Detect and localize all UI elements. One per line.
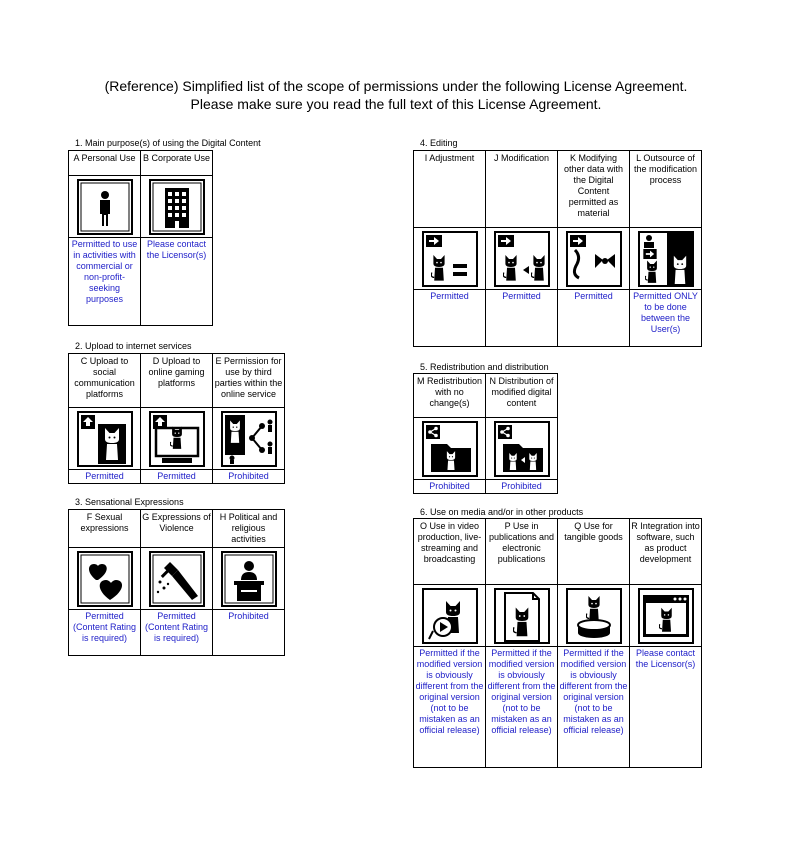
section-1-table: A Personal Use B Corporate Use <box>68 150 213 326</box>
item-k-permission: Permitted <box>557 289 630 347</box>
item-p-label: P Use in publications and electronic pub… <box>485 518 558 585</box>
item-l-permission: Permitted ONLY to be done between the Us… <box>629 289 702 347</box>
podium-icon <box>220 550 277 607</box>
item-o-label: O Use in video production, live-streamin… <box>413 518 486 585</box>
knife-icon <box>148 550 205 607</box>
page-title-line-1: (Reference) Simplified list of the scope… <box>104 78 688 94</box>
item-o-permission: Permitted if the modified version is obv… <box>413 646 486 768</box>
item-q-permission: Permitted if the modified version is obv… <box>557 646 630 768</box>
publication-icon <box>493 587 550 644</box>
section-5-title: 5. Redistribution and distribution <box>420 362 549 372</box>
item-e-label: E Permission for use by third parties wi… <box>212 353 285 408</box>
share-network-icon <box>220 410 277 467</box>
item-b-label: B Corporate Use <box>140 150 213 176</box>
item-k-label: K Modifying other data with the Digital … <box>557 150 630 228</box>
redistribution-icon <box>421 420 478 477</box>
building-icon <box>148 178 205 235</box>
item-n-label: N Distribution of modified digital conte… <box>485 373 558 418</box>
item-n-permission: Prohibited <box>485 479 558 494</box>
section-2-title: 2. Upload to internet services <box>75 341 192 351</box>
section-3-table: F Sexual expressions G Expressions of Vi… <box>68 509 285 656</box>
item-h-label: H Political and religious activities <box>212 509 285 548</box>
social-upload-icon <box>76 410 133 467</box>
item-q-label: Q Use for tangible goods <box>557 518 630 585</box>
item-c-label: C Upload to social communication platfor… <box>68 353 141 408</box>
modified-distribution-icon <box>493 420 550 477</box>
item-j-permission: Permitted <box>485 289 558 347</box>
section-4-table: I Adjustment J Modification K Modifying … <box>413 150 702 347</box>
outsource-icon <box>637 230 694 287</box>
item-i-label: I Adjustment <box>413 150 486 228</box>
item-l-label: L Outsource of the modification process <box>629 150 702 228</box>
item-a-permission: Permitted to use in activities with comm… <box>68 237 141 326</box>
section-4-title: 4. Editing <box>420 138 458 148</box>
item-j-label: J Modification <box>485 150 558 228</box>
modification-icon <box>493 230 550 287</box>
modify-other-icon <box>565 230 622 287</box>
section-6-table: O Use in video production, live-streamin… <box>413 518 702 768</box>
item-g-label: G Expressions of Violence <box>140 509 213 548</box>
section-6-title: 6. Use on media and/or in other products <box>420 507 584 517</box>
item-f-permission: Permitted (Content Rating is required) <box>68 609 141 656</box>
person-icon <box>76 178 133 235</box>
goods-icon <box>565 587 622 644</box>
item-p-permission: Permitted if the modified version is obv… <box>485 646 558 768</box>
section-5-table: M Redistribution with no change(s) N Dis… <box>413 373 558 494</box>
item-h-permission: Prohibited <box>212 609 285 656</box>
item-c-permission: Permitted <box>68 469 141 484</box>
item-e-permission: Prohibited <box>212 469 285 484</box>
item-g-permission: Permitted (Content Rating is required) <box>140 609 213 656</box>
item-m-permission: Prohibited <box>413 479 486 494</box>
video-icon <box>421 587 478 644</box>
software-icon <box>637 587 694 644</box>
item-i-permission: Permitted <box>413 289 486 347</box>
page-title-line-2: Please make sure you read the full text … <box>190 96 602 112</box>
gaming-upload-icon <box>148 410 205 467</box>
section-3-title: 3. Sensational Expressions <box>75 497 184 507</box>
item-r-label: R Integration into software, such as pro… <box>629 518 702 585</box>
item-d-permission: Permitted <box>140 469 213 484</box>
section-1-title: 1. Main purpose(s) of using the Digital … <box>75 138 261 148</box>
item-r-permission: Please contact the Licensor(s) <box>629 646 702 768</box>
item-d-label: D Upload to online gaming platforms <box>140 353 213 408</box>
item-a-label: A Personal Use <box>68 150 141 176</box>
item-m-label: M Redistribution with no change(s) <box>413 373 486 418</box>
section-2-table: C Upload to social communication platfor… <box>68 353 285 484</box>
adjustment-icon <box>421 230 478 287</box>
item-f-label: F Sexual expressions <box>68 509 141 548</box>
hearts-icon <box>76 550 133 607</box>
item-b-permission: Please contact the Licensor(s) <box>140 237 213 326</box>
